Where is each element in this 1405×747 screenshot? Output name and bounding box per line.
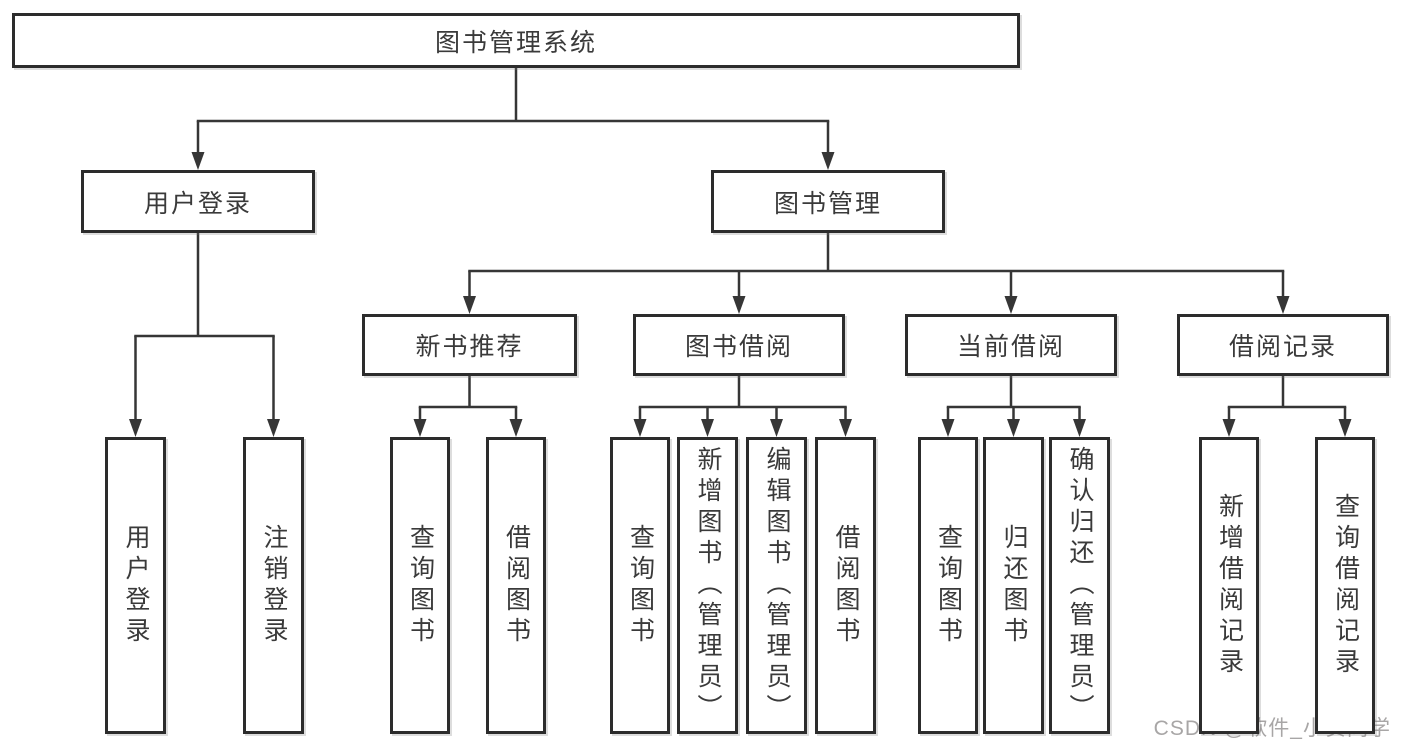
arrowhead-icon [1073,419,1086,437]
arrowhead-icon [413,419,427,437]
arrowhead-icon [701,419,714,437]
node-bb-add-book: 新增图书（管理员） [677,437,738,734]
node-label: 图书管理系统 [434,28,597,57]
node-logout-leaf: 注销登录 [243,437,304,734]
node-bb-edit-book: 编辑图书（管理员） [746,437,807,734]
node-cb-query-book: 查询图书 [918,437,978,734]
node-label: 当前借阅 [956,333,1065,361]
arrowhead-icon [1338,419,1352,437]
node-label: 查询图书 [406,523,435,648]
node-cb-return-book: 归还图书 [983,437,1044,734]
node-bb-query-book: 查询图书 [610,437,670,734]
arrowhead-icon [732,296,746,314]
node-borrow-records: 借阅记录 [1177,314,1389,376]
node-label: 用户登录 [143,189,252,218]
node-label: 查询图书 [626,523,655,648]
arrowhead-icon [191,152,205,170]
node-label: 新增图书（管理员） [694,446,722,725]
arrowhead-icon [1276,296,1290,314]
arrowhead-icon [941,419,955,437]
node-br-query-record: 查询借阅记录 [1315,437,1375,734]
node-label: 借阅图书 [832,523,860,648]
node-label: 编辑图书（管理员） [763,446,791,725]
arrowhead-icon [267,419,280,437]
node-nbr-borrow-book: 借阅图书 [486,437,546,734]
node-nbr-query-book: 查询图书 [390,437,450,734]
node-label: 图书管理 [773,189,882,218]
node-bb-borrow-book: 借阅图书 [815,437,876,734]
node-new-book-rec: 新书推荐 [362,314,577,376]
node-label: 借阅图书 [502,523,531,648]
node-label: 借阅记录 [1228,333,1337,361]
arrowhead-icon [509,419,523,437]
arrowhead-icon [129,419,142,437]
arrowhead-icon [839,419,852,437]
node-label: 图书借阅 [684,333,793,361]
node-label: 注销登录 [260,523,288,648]
node-label: 查询借阅记录 [1331,492,1360,679]
node-label: 查询图书 [934,523,963,648]
arrowhead-icon [633,419,647,437]
node-br-add-record: 新增借阅记录 [1199,437,1259,734]
node-book-mgmt: 图书管理 [711,170,945,233]
node-label: 用户登录 [122,523,150,648]
arrowhead-icon [1004,296,1018,314]
node-user-login: 用户登录 [81,170,315,233]
node-login-leaf: 用户登录 [105,437,166,734]
arrowhead-icon [821,152,835,170]
arrowhead-icon [1222,419,1236,437]
node-label: 新书推荐 [415,333,524,361]
node-current-borrow: 当前借阅 [905,314,1117,376]
node-label: 归还图书 [1000,523,1028,648]
arrowhead-icon [463,296,476,314]
node-root: 图书管理系统 [12,13,1020,68]
node-label: 确认归还（管理员） [1066,446,1094,725]
node-label: 新增借阅记录 [1215,492,1244,679]
node-book-borrow: 图书借阅 [633,314,845,376]
arrowhead-icon [770,419,783,437]
arrowhead-icon [1007,419,1020,437]
node-cb-confirm-return: 确认归还（管理员） [1049,437,1110,734]
